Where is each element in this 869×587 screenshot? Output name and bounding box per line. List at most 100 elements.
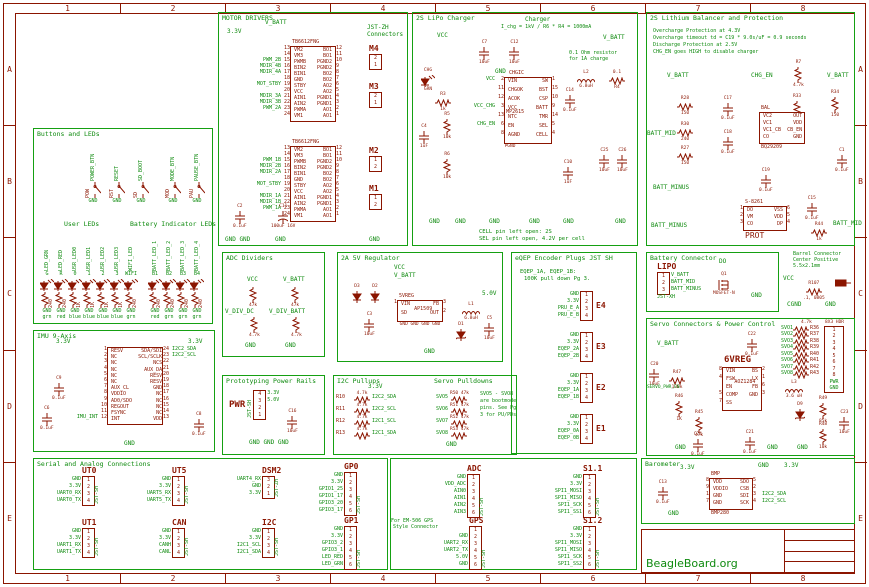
- pin-label: 3: [115, 271, 119, 277]
- cell: [805, 119, 814, 126]
- net-label: 3.3V: [330, 533, 343, 539]
- cap-symbol: [193, 418, 204, 432]
- pin-name: REGOUT: [111, 403, 130, 410]
- resh-symbol: [609, 76, 625, 85]
- net-label: GND: [161, 476, 171, 482]
- net-label: AIN1: [453, 495, 466, 501]
- net-label: SVO6: [435, 406, 448, 413]
- net-label: BATT_MID: [647, 130, 676, 137]
- pin-number: 1: [266, 491, 270, 497]
- switch-symbol: [115, 182, 125, 198]
- cell: 7: [336, 74, 340, 81]
- net-label: GND: [333, 472, 343, 478]
- connector-title: ADC: [467, 464, 482, 473]
- part-value: 240: [680, 136, 690, 142]
- cell: 12: [100, 414, 107, 421]
- net-label: SVO3: [780, 337, 793, 344]
- cap-symbol: [53, 382, 64, 396]
- led-resistor: 1K: [68, 291, 82, 308]
- cell: PWM_2A: [262, 104, 281, 111]
- pin-name: CELL: [535, 132, 548, 138]
- resv-symbol: [96, 291, 105, 308]
- cell: [459, 86, 495, 95]
- res: [793, 364, 810, 373]
- ic-sub-label: PROT: [745, 230, 765, 240]
- led-resistor: 1K: [82, 291, 96, 308]
- resistor-label: R53 47k: [450, 426, 469, 432]
- column-label: 2: [120, 573, 225, 584]
- pin-name: CSP: [538, 96, 548, 102]
- gnd-label: GND: [192, 198, 202, 204]
- cap-symbol: [599, 154, 610, 168]
- cell: VCC_CHG: [473, 103, 495, 109]
- net-label: GND: [458, 533, 468, 539]
- led-color: blue: [110, 314, 124, 320]
- cell: [751, 133, 759, 140]
- pin-number: 2: [348, 534, 352, 540]
- part-ref: D3: [354, 284, 360, 289]
- net-label: for 1A charge: [569, 56, 609, 62]
- resh-symbol: [451, 396, 468, 405]
- resistor-value: 1K: [89, 301, 96, 308]
- part-ref: R28: [680, 96, 690, 101]
- part-ref: R49: [819, 396, 828, 401]
- net-label: User LEDs: [64, 220, 100, 228]
- cell: MDIR_2A: [259, 168, 281, 175]
- column-label: 5: [435, 3, 540, 14]
- cell: 4: [552, 130, 556, 136]
- pin-number: 2: [176, 536, 180, 542]
- button-label: POW: [84, 188, 91, 198]
- resistor-array-value: 4.7k: [801, 320, 812, 325]
- pin-number: 3: [86, 491, 90, 497]
- cell: 21: [163, 364, 170, 371]
- cell: PWM_1B: [262, 156, 281, 163]
- cell: 3: [336, 98, 340, 105]
- cell: 12: [497, 94, 504, 100]
- part-ref: Q1: [721, 272, 727, 277]
- pin-number: 2: [584, 340, 588, 346]
- cell: [805, 133, 814, 140]
- pin-number: 5: [473, 555, 477, 561]
- part-ref: C16: [288, 409, 297, 414]
- cell: 14: [163, 407, 170, 414]
- resv-symbol: [794, 66, 803, 83]
- pin-number: 2: [473, 534, 477, 540]
- cell: 13: [283, 44, 290, 51]
- package-label: JST-SH: [247, 399, 254, 418]
- pin-name: PGND2: [316, 58, 332, 65]
- net-label: UART5_TX: [146, 497, 171, 503]
- part-value: 4.7k: [291, 333, 302, 338]
- res: [793, 351, 810, 360]
- cell: 1: [336, 110, 340, 117]
- pin-name: SEL: [538, 123, 548, 129]
- res: [793, 371, 810, 379]
- section-title: MOTOR DRIVERS: [222, 14, 273, 22]
- cell: 6: [500, 121, 504, 127]
- cell: I2C2_SCL: [172, 352, 197, 359]
- pin-name: BO1: [322, 46, 332, 53]
- pin-number: 1: [473, 527, 477, 533]
